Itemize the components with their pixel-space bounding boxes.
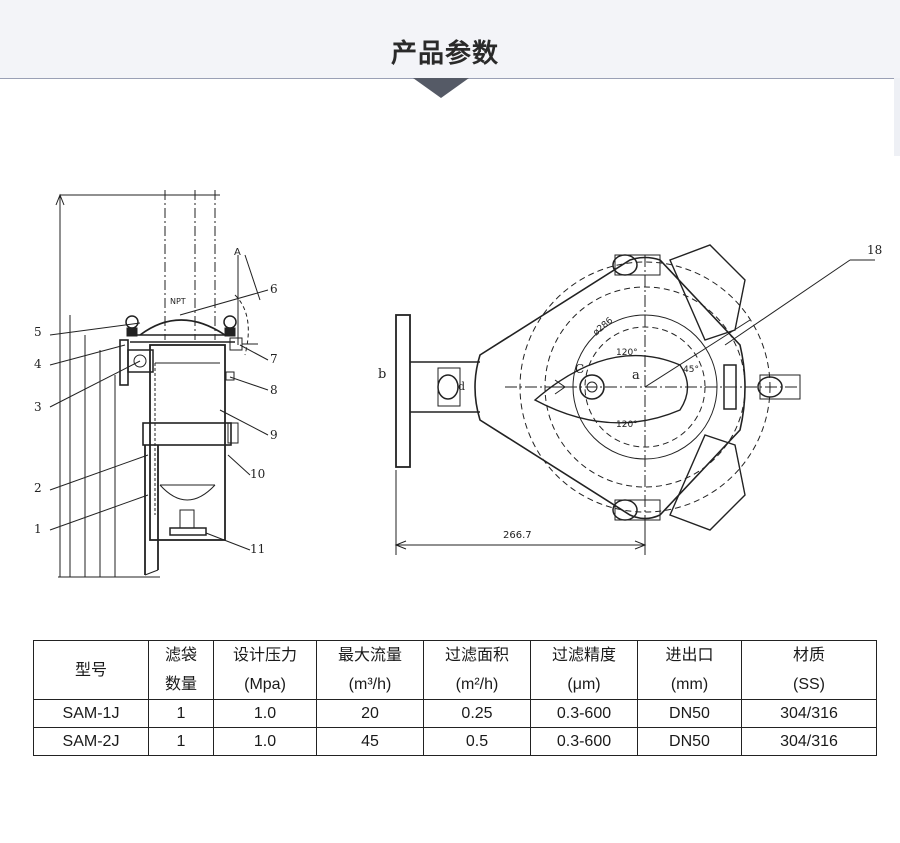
cell-area: 0.25 <box>423 699 531 728</box>
header-inlet-outlet: 进出口(mm) <box>637 640 742 700</box>
cell-flow: 45 <box>316 727 424 756</box>
header-area: 过滤面积(m²/h) <box>423 640 531 700</box>
cell-precision: 0.3-600 <box>530 727 638 756</box>
title-down-arrow-icon <box>413 78 469 98</box>
cell-bag-count: 1 <box>148 699 214 728</box>
header-flow: 最大流量(m³/h) <box>316 640 424 700</box>
cell-inlet-outlet: DN50 <box>637 699 742 728</box>
part-label-2: 2 <box>34 481 42 495</box>
cell-inlet-outlet: DN50 <box>637 727 742 756</box>
a-label: A <box>234 247 241 258</box>
side-view-drawing: NPT A 5 4 3 2 1 6 7 8 9 10 11 <box>30 185 290 585</box>
label-d: d <box>458 380 466 393</box>
angle-label-1: 120° <box>616 348 638 358</box>
header-precision: 过滤精度(μm) <box>530 640 638 700</box>
table-row: SAM-1J 1 1.0 20 0.25 0.3-600 DN50 304/31… <box>33 699 877 728</box>
part-label-8: 8 <box>270 383 278 397</box>
top-view-drawing: 18 b C a d ø286 120° 120° 45° 266.7 <box>330 240 890 558</box>
cell-pressure: 1.0 <box>213 727 317 756</box>
parameters-table: 型号 滤袋数量 设计压力(Mpa) 最大流量(m³/h) 过滤面积(m²/h) … <box>33 640 877 756</box>
cell-material: 304/316 <box>741 727 877 756</box>
part-label-6: 6 <box>270 282 278 296</box>
part-label-7: 7 <box>270 352 278 366</box>
npt-label: NPT <box>170 297 186 306</box>
table-row: SAM-2J 1 1.0 45 0.5 0.3-600 DN50 304/316 <box>33 727 877 756</box>
cell-precision: 0.3-600 <box>530 699 638 728</box>
cell-flow: 20 <box>316 699 424 728</box>
cell-bag-count: 1 <box>148 727 214 756</box>
cell-model: SAM-1J <box>33 699 149 728</box>
callout-label-18: 18 <box>867 243 883 257</box>
cell-pressure: 1.0 <box>213 699 317 728</box>
header-pressure: 设计压力(Mpa) <box>213 640 317 700</box>
angle-label-2: 120° <box>616 420 638 430</box>
part-label-11: 11 <box>250 542 266 556</box>
header-material: 材质(SS) <box>741 640 877 700</box>
part-label-1: 1 <box>34 522 42 536</box>
label-b: b <box>378 367 387 382</box>
header-bag-count: 滤袋数量 <box>148 640 214 700</box>
angle-label-3: 45° <box>683 365 699 375</box>
label-c: C <box>575 362 585 376</box>
cell-model: SAM-2J <box>33 727 149 756</box>
header-model: 型号 <box>33 640 149 700</box>
part-label-10: 10 <box>250 467 266 481</box>
scroll-edge <box>894 78 900 156</box>
part-label-5: 5 <box>34 325 42 339</box>
table-header-row: 型号 滤袋数量 设计压力(Mpa) 最大流量(m³/h) 过滤面积(m²/h) … <box>33 640 877 700</box>
page-title: 产品参数 <box>390 39 499 69</box>
label-a: a <box>632 368 640 383</box>
part-label-4: 4 <box>34 357 42 371</box>
part-label-3: 3 <box>34 400 42 414</box>
part-label-9: 9 <box>270 428 278 442</box>
dimension-label: 266.7 <box>503 530 532 541</box>
cell-area: 0.5 <box>423 727 531 756</box>
cell-material: 304/316 <box>741 699 877 728</box>
